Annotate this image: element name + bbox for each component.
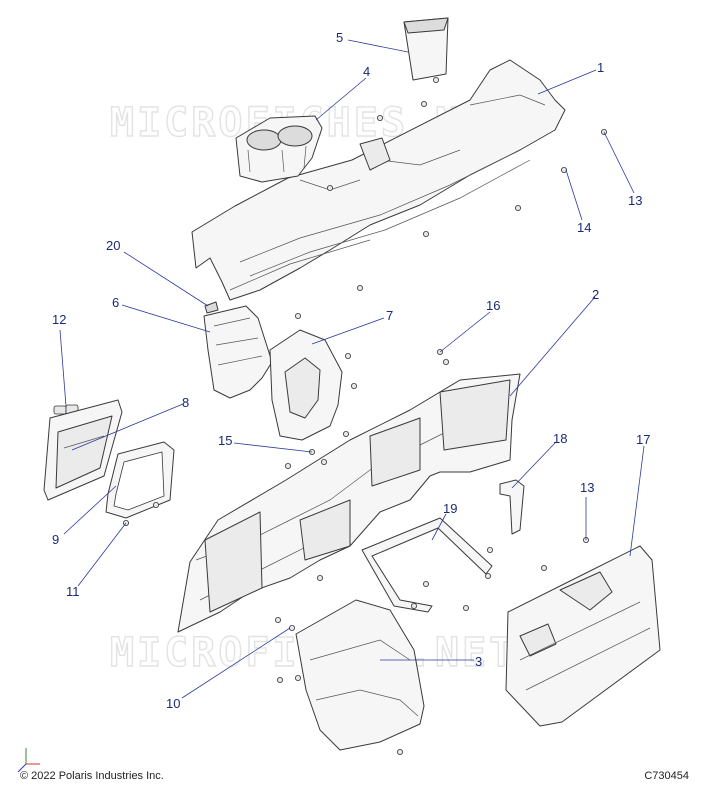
copyright-text: © 2022 Polaris Industries Inc. (20, 770, 164, 782)
part-9-seal-ring (105, 441, 175, 519)
leader-lines (59, 39, 645, 699)
part-1-upper-dash-panel (191, 59, 566, 301)
part-2-lower-dash (177, 373, 521, 633)
fasteners (123, 77, 608, 756)
callout-5: 5 (336, 30, 343, 45)
axis-triad-icon (17, 748, 40, 773)
callout-12: 12 (52, 312, 66, 327)
callout-labels: 1 2 3 4 5 6 7 8 9 10 11 12 13 13 14 15 1… (52, 30, 650, 711)
part-bracket-upper (359, 137, 391, 171)
diagram-code: C730454 (644, 770, 689, 782)
part-5-cup-insert (403, 17, 449, 81)
callout-3: 3 (475, 654, 482, 669)
callout-9: 9 (52, 532, 59, 547)
part-3-lower-cover (295, 599, 425, 751)
callout-13-top: 13 (628, 193, 642, 208)
callout-20: 20 (106, 238, 120, 253)
part-8-door (43, 399, 123, 501)
part-18-bracket (499, 479, 525, 535)
callout-4: 4 (363, 64, 370, 79)
callout-2: 2 (592, 287, 599, 302)
callout-10: 10 (166, 696, 180, 711)
callout-18: 18 (553, 431, 567, 446)
part-7-frame-bracket (269, 329, 343, 441)
callout-17: 17 (636, 432, 650, 447)
part-4-cup-holder (235, 115, 323, 183)
callout-13-lower: 13 (580, 480, 594, 495)
callout-7: 7 (386, 308, 393, 323)
part-17-floor-plate (505, 545, 661, 727)
callout-14: 14 (577, 220, 591, 235)
callout-6: 6 (112, 295, 119, 310)
callout-16: 16 (486, 298, 500, 313)
callout-8: 8 (182, 395, 189, 410)
part-19-strap (361, 517, 493, 613)
callout-15: 15 (218, 433, 232, 448)
callout-11: 11 (66, 584, 80, 599)
part-6-side-bracket (203, 305, 273, 399)
part-20-clip (204, 301, 219, 314)
callout-1: 1 (597, 60, 604, 75)
callout-19: 19 (443, 501, 457, 516)
